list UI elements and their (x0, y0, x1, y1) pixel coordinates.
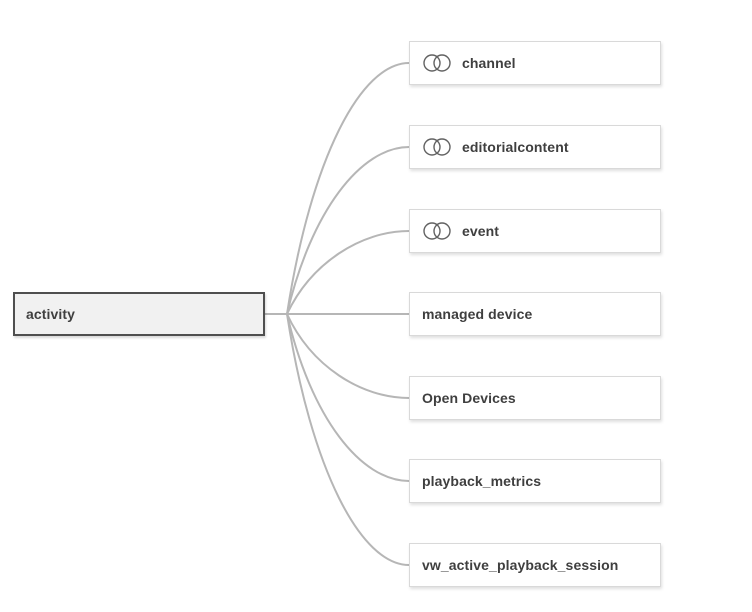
node-event[interactable]: event (409, 209, 661, 253)
node-open-devices[interactable]: Open Devices (409, 376, 661, 420)
node-label: vw_active_playback_session (422, 557, 619, 573)
node-label: managed device (422, 306, 533, 322)
node-channel[interactable]: channel (409, 41, 661, 85)
connector-activity-channel (286, 62, 410, 315)
node-editorialcontent[interactable]: editorialcontent (409, 125, 661, 169)
node-label: channel (462, 55, 516, 71)
node-label: Open Devices (422, 390, 516, 406)
root-node-activity[interactable]: activity (13, 292, 265, 336)
node-vw-active-playback-session[interactable]: vw_active_playback_session (409, 543, 661, 587)
venn-icon (422, 137, 452, 157)
venn-icon (422, 53, 452, 73)
venn-icon (422, 221, 452, 241)
connector-activity-open-devices (286, 313, 410, 399)
node-label: editorialcontent (462, 139, 569, 155)
node-managed-device[interactable]: managed device (409, 292, 661, 336)
connector-activity-event (286, 230, 410, 315)
node-label: activity (26, 306, 76, 322)
node-playback-metrics[interactable]: playback_metrics (409, 459, 661, 503)
node-label: event (462, 223, 500, 239)
node-label: playback_metrics (422, 473, 542, 489)
connector-activity-editorialcontent (286, 146, 410, 315)
connector-activity-vw-active-playback-session (286, 313, 410, 566)
connector-activity-playback-metrics (286, 313, 410, 482)
